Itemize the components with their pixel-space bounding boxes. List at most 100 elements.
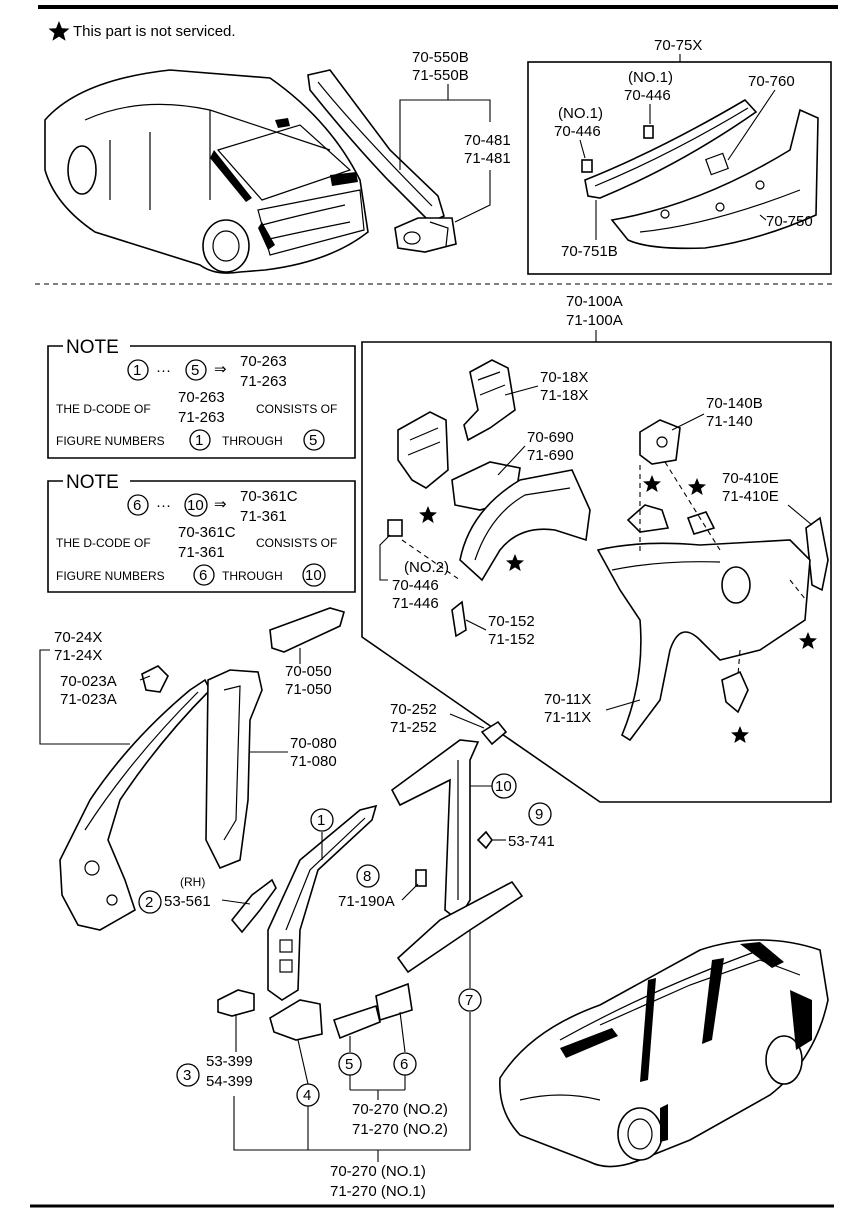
label-70-050: 70-050 <box>285 663 332 680</box>
label-70-751b: 70-751B <box>561 243 618 260</box>
leader-750 <box>759 214 767 221</box>
dash-clip <box>401 539 461 581</box>
label-70-446-a: 70-446 <box>624 87 671 104</box>
label-70-75x: 70-75X <box>654 37 702 54</box>
svg-text:5: 5 <box>345 1056 353 1073</box>
label-71-18x: 71-18X <box>540 387 588 404</box>
label-71-270-no2: 71-270 (NO.2) <box>352 1121 448 1138</box>
sill-reinforcement-6 <box>375 982 413 1022</box>
star-icon <box>643 475 661 492</box>
bracket-53-399 <box>217 989 255 1017</box>
leader-252 <box>449 713 485 729</box>
note2-through: THROUGH <box>222 569 283 583</box>
leader-24x <box>39 649 130 745</box>
b-pillar-reinforcement-10 <box>390 739 480 922</box>
note2-ellipsis: ··· <box>156 497 171 514</box>
label-no1-b: (NO.1) <box>558 105 603 122</box>
label-70-023a: 70-023A <box>60 673 117 690</box>
label-71-140: 71-140 <box>706 413 753 430</box>
label-54-399: 54-399 <box>206 1073 253 1090</box>
label-71-690: 71-690 <box>527 447 574 464</box>
note1-ellipsis: ··· <box>156 362 171 379</box>
quarter-panel-70-410e <box>805 516 829 592</box>
unserviced-bracket-b <box>686 511 716 535</box>
note1-code1: 70-263 <box>240 353 287 370</box>
label-70-690: 70-690 <box>527 429 574 446</box>
label-70-24x: 70-24X <box>54 629 102 646</box>
quarter-inner-bracket <box>397 411 449 489</box>
label-70-270-no2: 70-270 (NO.2) <box>352 1101 448 1118</box>
sill-reinforcement-5 <box>332 1004 381 1040</box>
note2-fig: FIGURE NUMBERS <box>56 569 165 583</box>
note2-consists: CONSISTS OF <box>256 536 337 550</box>
wheelhouse-inner <box>459 469 591 582</box>
svg-text:3: 3 <box>183 1067 191 1084</box>
label-70-270-no1: 70-270 (NO.1) <box>330 1163 426 1180</box>
label-53-741: 53-741 <box>508 833 555 850</box>
label-70-410e: 70-410E <box>722 470 779 487</box>
leader-760 <box>727 89 776 161</box>
label-no2: (NO.2) <box>404 559 449 576</box>
label-71-481: 71-481 <box>464 150 511 167</box>
leader-190a <box>401 883 419 901</box>
leader-152 <box>465 619 487 631</box>
label-70-252: 70-252 <box>390 701 437 718</box>
note1-line-code1: 70-263 <box>178 389 225 406</box>
label-70-080: 70-080 <box>290 735 337 752</box>
label-70-18x: 70-18X <box>540 369 588 386</box>
note2-heading: NOTE <box>66 472 119 493</box>
svg-text:1: 1 <box>317 812 325 829</box>
label-rh: (RH) <box>180 875 205 889</box>
callout-7: 7 <box>458 988 482 1012</box>
leader-023a <box>139 675 151 681</box>
clip-no1-right <box>643 125 654 139</box>
note1-end: 5 <box>191 362 199 379</box>
note2-code2: 71-361 <box>240 508 287 525</box>
leader-410e <box>787 504 813 526</box>
body-side-outer-panel <box>59 678 211 931</box>
note2-line-a: THE D-CODE OF <box>56 536 151 550</box>
label-71-252: 71-252 <box>390 719 437 736</box>
note1-line-code2: 71-263 <box>178 409 225 426</box>
quarter-bracket-70-140b <box>639 419 681 465</box>
label-70-550b: 70-550B <box>412 49 469 66</box>
label-71-100a: 71-100A <box>566 312 623 329</box>
callout-8: 8 <box>356 864 380 888</box>
note1-line-a: THE D-CODE OF <box>56 402 151 416</box>
label-70-100a: 70-100A <box>566 293 623 310</box>
star-icon <box>48 21 70 41</box>
a-pillar-inner-1 <box>267 804 378 1001</box>
note-box-2: NOTE 6 ··· 10 ⇒ 70-361C 71-361 THE D-COD… <box>47 472 356 593</box>
bracket-70-023a <box>141 665 169 693</box>
rear-bracket-part <box>394 217 457 253</box>
b-pillar-inner-70-080 <box>205 669 263 870</box>
quarter-lower-bracket <box>721 670 749 714</box>
note2-code1: 70-361C <box>240 488 298 505</box>
label-71-11x: 71-11X <box>544 709 591 726</box>
clip-no2 <box>387 519 403 537</box>
leader-446-b <box>579 139 586 159</box>
clip-no1-left <box>581 159 593 173</box>
leader-550b <box>399 99 491 170</box>
dash-140b-b <box>664 461 721 551</box>
star-icon <box>688 478 706 495</box>
label-71-023a: 71-023A <box>60 691 117 708</box>
leader-561 <box>221 899 251 905</box>
callout-10: 10 <box>491 773 517 799</box>
leader-no1 <box>233 1012 471 1151</box>
callout-6: 6 <box>393 1052 417 1076</box>
label-71-24x: 71-24X <box>54 647 102 664</box>
star-note-text: This part is not serviced. <box>73 23 236 40</box>
label-70-750: 70-750 <box>766 213 813 230</box>
svg-text:8: 8 <box>363 868 371 885</box>
note1-arrow: ⇒ <box>214 361 227 378</box>
svg-text:7: 7 <box>465 992 473 1009</box>
label-70-11x: 70-11X <box>544 691 591 708</box>
svg-text:2: 2 <box>145 894 153 911</box>
svg-text:10: 10 <box>495 778 512 795</box>
roof-rail-70-050 <box>269 607 345 653</box>
note1-consists: CONSISTS OF <box>256 402 337 416</box>
callout-3: 3 <box>176 1063 200 1087</box>
note1-through: THROUGH <box>222 434 283 448</box>
quarter-group-box <box>361 341 832 803</box>
